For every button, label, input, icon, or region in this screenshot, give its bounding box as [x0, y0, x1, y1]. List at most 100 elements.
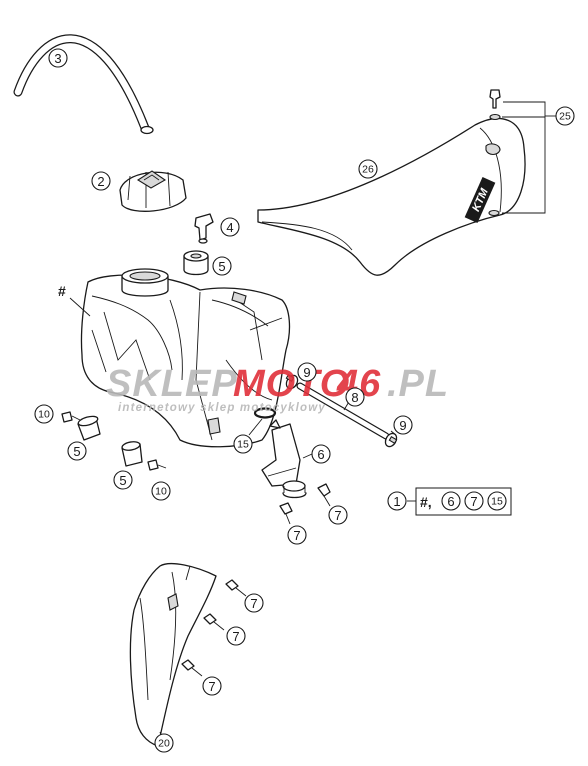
callout-number: 8 — [351, 390, 358, 405]
hose-clamp-lower — [384, 430, 398, 448]
fuel-tank — [80, 268, 291, 448]
callout-number: 6 — [317, 447, 324, 462]
callout-c3: 3 — [48, 48, 68, 68]
rubber-bushing-center — [121, 441, 143, 467]
hose-clamp-upper — [285, 374, 299, 390]
callout-c7b: 7 — [287, 525, 307, 545]
kit-item-callout: 7 — [464, 491, 484, 511]
callout-circle — [487, 491, 507, 511]
bolt-left — [61, 411, 81, 423]
callout-c26: 26 — [358, 159, 378, 179]
callout-c9b: 9 — [393, 415, 413, 435]
callout-circle — [226, 626, 246, 646]
o-ring — [248, 407, 277, 436]
callout-number: 5 — [73, 444, 80, 459]
callout-number: 1 — [393, 494, 400, 509]
shroud-screw-1 — [225, 579, 247, 597]
fuel-tap — [261, 419, 313, 499]
callout-circle — [311, 444, 331, 464]
callout-number: 4 — [226, 220, 233, 235]
callout-circle — [555, 106, 575, 126]
callout-circle — [48, 48, 68, 68]
callout-c8: 8 — [345, 387, 365, 407]
watermark-tagline: internetowy sklep motocyklowy — [118, 402, 326, 414]
callout-number: 20 — [158, 738, 170, 750]
tank-marker: # — [58, 283, 66, 299]
callout-circle — [233, 434, 253, 454]
callout-number: 26 — [362, 164, 374, 176]
callout-number: 10 — [38, 409, 50, 421]
callout-c7a: 7 — [328, 505, 348, 525]
callout-circle — [151, 481, 171, 501]
callout-number: 7 — [470, 494, 477, 509]
callout-c9a: 9 — [297, 362, 317, 382]
seat: KTM — [257, 117, 526, 276]
watermark-part4: .PL — [387, 363, 449, 405]
callout-number: 5 — [119, 473, 126, 488]
tank-marker-leader: # — [58, 283, 91, 317]
callout-number: 6 — [447, 494, 454, 509]
callout-c5c: 5 — [113, 470, 133, 490]
callout-c7c: 7 — [244, 593, 264, 613]
kit-marker: #, — [420, 494, 432, 510]
callout-circle — [393, 415, 413, 435]
callout-circle — [345, 387, 365, 407]
callout-c15: 15 — [233, 434, 253, 454]
callout-c6: 6 — [311, 444, 331, 464]
tap-screw-left — [279, 502, 293, 525]
callout-number: 15 — [491, 496, 503, 508]
shroud-screw-3 — [181, 659, 203, 677]
callout-number: 25 — [559, 111, 571, 123]
callout-c5a: 5 — [212, 256, 232, 276]
watermark: SKLEP MOTO 46 .PL internetowy sklep moto… — [106, 363, 449, 414]
callout-circle — [441, 491, 461, 511]
callout-number: 10 — [155, 486, 167, 498]
callout-circle — [91, 171, 111, 191]
callout-c20: 20 — [154, 733, 174, 753]
kit-item-callout: 15 — [487, 491, 507, 511]
watermark-part2: MOTO — [233, 363, 350, 405]
callout-circle — [297, 362, 317, 382]
callout-number: 9 — [303, 365, 310, 380]
kit-item-callout: 6 — [441, 491, 461, 511]
callout-number: 15 — [237, 439, 249, 451]
shroud-screw-2 — [203, 613, 225, 631]
callout-c10a: 10 — [34, 404, 54, 424]
callout-c5b: 5 — [67, 441, 87, 461]
callout-circle — [202, 676, 222, 696]
callout-number: 7 — [293, 528, 300, 543]
watermark-part1: SKLEP — [106, 363, 238, 405]
radiator-shroud — [129, 562, 217, 747]
callout-number: 2 — [97, 174, 104, 189]
callout-c2: 2 — [91, 171, 111, 191]
callout-c7e: 7 — [202, 676, 222, 696]
callout-circle — [244, 593, 264, 613]
breather-valve — [194, 213, 214, 244]
callout-circle — [220, 217, 240, 237]
callout-circle — [154, 733, 174, 753]
callout-circle — [67, 441, 87, 461]
callout-c10b: 10 — [151, 481, 171, 501]
callout-number: 3 — [54, 51, 61, 66]
callout-circle — [464, 491, 484, 511]
callout-c4: 4 — [220, 217, 240, 237]
callout-circle — [34, 404, 54, 424]
callout-number: 5 — [218, 259, 225, 274]
tap-screw-right — [317, 483, 331, 507]
callout-circle — [358, 159, 378, 179]
rubber-bushing-left — [77, 415, 101, 441]
callout-c7d: 7 — [226, 626, 246, 646]
callout-circle — [328, 505, 348, 525]
seat-fastener-group — [488, 89, 556, 217]
callout-number: 7 — [334, 508, 341, 523]
kit-number-callout: 1 — [387, 491, 407, 511]
callout-circle — [212, 256, 232, 276]
callout-number: 7 — [250, 596, 257, 611]
kit-box: #, 1 6 7 15 — [387, 487, 512, 516]
breather-hose — [13, 34, 154, 135]
callout-circle — [387, 491, 407, 511]
callout-circle — [113, 470, 133, 490]
rubber-bushing-top — [183, 250, 209, 276]
